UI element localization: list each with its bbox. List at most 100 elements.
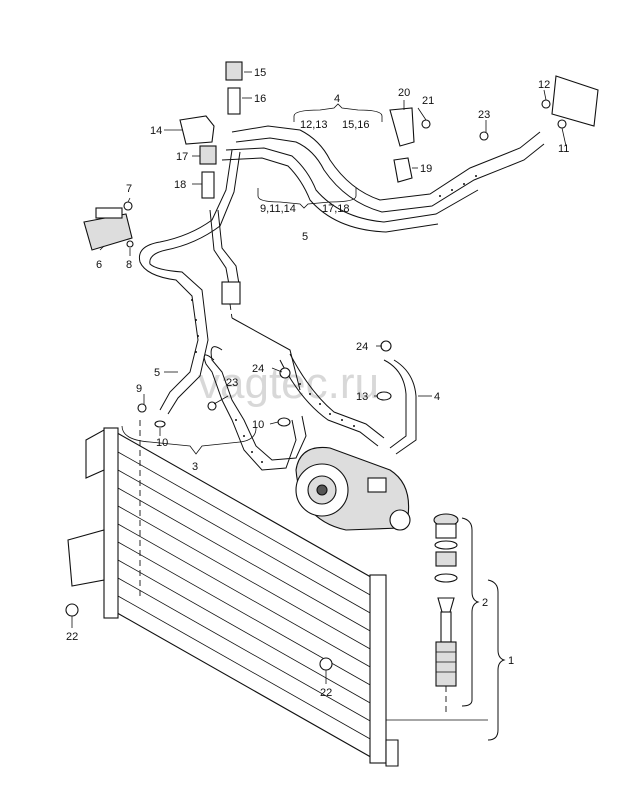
dryer-ribs [436, 651, 456, 673]
part-24-bolt-right [380, 340, 392, 352]
part-8-nut [126, 240, 134, 248]
callout-16: 16 [254, 93, 266, 105]
part-10-seal-left [154, 420, 166, 428]
leader-lines [71, 71, 567, 684]
joint-dash [229, 303, 233, 319]
callout-9: 9 [136, 383, 142, 395]
firewall-flange [551, 75, 599, 127]
line-3-outer [203, 354, 297, 471]
callout-12: 12 [538, 79, 550, 91]
part-17-cap [199, 145, 217, 165]
refrigerant-lines [138, 125, 545, 471]
callout-24-mid: 24 [252, 363, 264, 375]
compressor [295, 446, 411, 531]
condenser-bracket-top [85, 429, 105, 479]
bracket-1 [487, 579, 506, 741]
part-22-bolt-left [65, 603, 79, 617]
callout-4-right: 4 [434, 391, 440, 403]
callout-23-top: 23 [478, 109, 490, 121]
part-14-pressure-switch [179, 115, 215, 145]
condenser-left-tank [103, 427, 119, 619]
hose-dotted-inner [289, 353, 385, 439]
condenser-bracket-bottom [67, 529, 105, 587]
compressor-rear-boss [389, 509, 411, 531]
part-24-bolt-mid [279, 367, 291, 379]
dryer-stem [440, 611, 452, 643]
bracket-2 [461, 517, 480, 707]
dryer-body [435, 641, 457, 687]
hose-dots [191, 175, 477, 463]
condenser [67, 420, 399, 767]
part-15-cap [225, 61, 243, 81]
group-12-13: 12,13 [300, 119, 328, 131]
part-11-seal [557, 119, 567, 129]
callout-5-left: 5 [154, 367, 160, 379]
dryer-o-ring-1 [434, 540, 458, 550]
dryer-o-ring-2 [434, 573, 458, 583]
callout-10-mid: 10 [252, 419, 264, 431]
line-4-right-inner [393, 359, 417, 455]
line-4-right-outer [383, 359, 407, 449]
part-6-module [83, 213, 133, 251]
part-6-connector [95, 207, 123, 219]
line-mid-dash-lead [231, 317, 301, 391]
callout-11: 11 [558, 143, 569, 155]
callout-3: 3 [192, 461, 198, 473]
part-16-valve [227, 87, 241, 115]
line-5-lower [221, 157, 439, 233]
pressure-sensor-stack [179, 61, 243, 199]
callout-18: 18 [174, 179, 186, 191]
part-13-seal [376, 391, 392, 401]
callout-24-right: 24 [356, 341, 368, 353]
part-21-nut [421, 119, 431, 129]
part-20-bracket [389, 107, 415, 147]
part-23-bolt-top [479, 131, 489, 141]
mid-small-parts [65, 340, 392, 671]
callout-22-bottom: 22 [320, 687, 332, 699]
dryer-cartridge-assembly [386, 513, 506, 741]
group-15-16: 15,16 [342, 119, 370, 131]
dryer-top-cone [437, 597, 455, 613]
part-7-bolt [123, 201, 133, 211]
part-10-seal-mid [277, 417, 291, 427]
callout-13: 13 [356, 391, 368, 403]
line-joint [221, 281, 241, 305]
callout-6: 6 [96, 259, 102, 271]
callout-15: 15 [254, 67, 266, 79]
condenser-right-tank [369, 574, 387, 764]
line-5-drop-outer [138, 149, 233, 411]
callout-23-mid: 23 [226, 377, 238, 389]
condenser-fins [117, 451, 373, 741]
part-22-bolt-bottom [319, 657, 333, 671]
callout-7: 7 [126, 183, 132, 195]
condenser-foot [385, 739, 399, 767]
callout-10-left: 10 [156, 437, 168, 449]
line-mid-right [217, 209, 241, 291]
compressor-clutch-center [316, 484, 328, 496]
part-19-clip [393, 157, 413, 183]
dryer-plug [435, 523, 457, 539]
watermark: vagtec.ru [198, 359, 379, 408]
callout-14: 14 [150, 125, 162, 137]
compressor-port-block [367, 477, 387, 493]
part-18-valve [201, 171, 215, 199]
callout-19: 19 [420, 163, 432, 175]
line-5-drop-inner [149, 151, 241, 415]
line-3-inner [210, 346, 307, 461]
callout-1: 1 [508, 655, 514, 667]
group-9-11-14: 9,11,14 [260, 203, 296, 215]
line-4-lower [235, 137, 545, 213]
callout-5-bracket: 5 [302, 231, 308, 243]
right-bracket-parts [389, 75, 599, 183]
callout-21: 21 [422, 95, 434, 107]
part-9-screw [137, 403, 147, 413]
callout-4-top: 4 [334, 93, 340, 105]
callout-labels: 15 16 14 17 18 7 6 8 4 12,13 15,16 9,11,… [66, 67, 569, 699]
line-5-upper [225, 147, 479, 223]
dryer-sleeve [435, 551, 457, 567]
callout-8: 8 [126, 259, 132, 271]
line-4-upper [231, 125, 541, 201]
part-12-seal [541, 99, 551, 109]
line-mid-left [209, 209, 231, 291]
